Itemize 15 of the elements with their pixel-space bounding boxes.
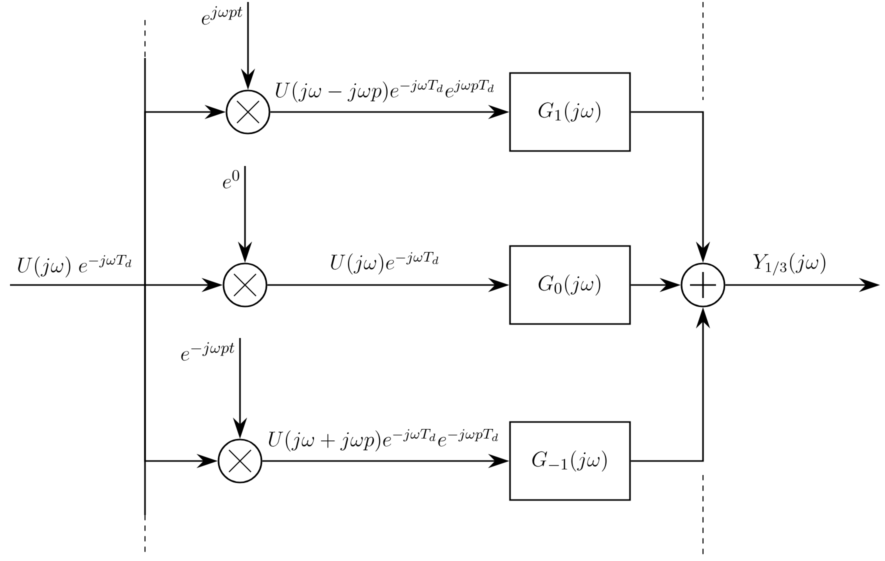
signal-label: $e^{-j\omega p t}$ xyxy=(181,342,234,361)
edge-label: $Y_{1/3}(j\omega)$ xyxy=(750,251,830,278)
signal-label: $e^0$ xyxy=(223,170,240,188)
edge-label: $U(j\omega + j\omega p)e^{-j\omega T_d}e^{-j\omega p T_d}$ xyxy=(266,427,502,454)
multiplier-circle xyxy=(218,438,262,484)
signal-label: $e^{j\omega p t}$ xyxy=(202,6,242,25)
summer-circle xyxy=(680,262,726,308)
edge-label: $U(j\omega - j\omega p)e^{-j\omega T_d}e^{j\omega p T_d}$ xyxy=(272,78,498,104)
transfer-block: $G_1(j\omega)$ xyxy=(509,72,631,152)
multiplier-circle xyxy=(226,90,270,134)
transfer-block: $G_0(j\omega)$ xyxy=(509,245,631,325)
transfer-block: $G_{-1}(j\omega)$ xyxy=(509,421,631,501)
edge-label: $U(j\omega)e^{-j\omega T_d}$ xyxy=(328,250,442,276)
multiplier-circle xyxy=(222,262,268,308)
edge-label: $U(j\omega)\;e^{-j\omega T_d}$ xyxy=(14,253,136,280)
